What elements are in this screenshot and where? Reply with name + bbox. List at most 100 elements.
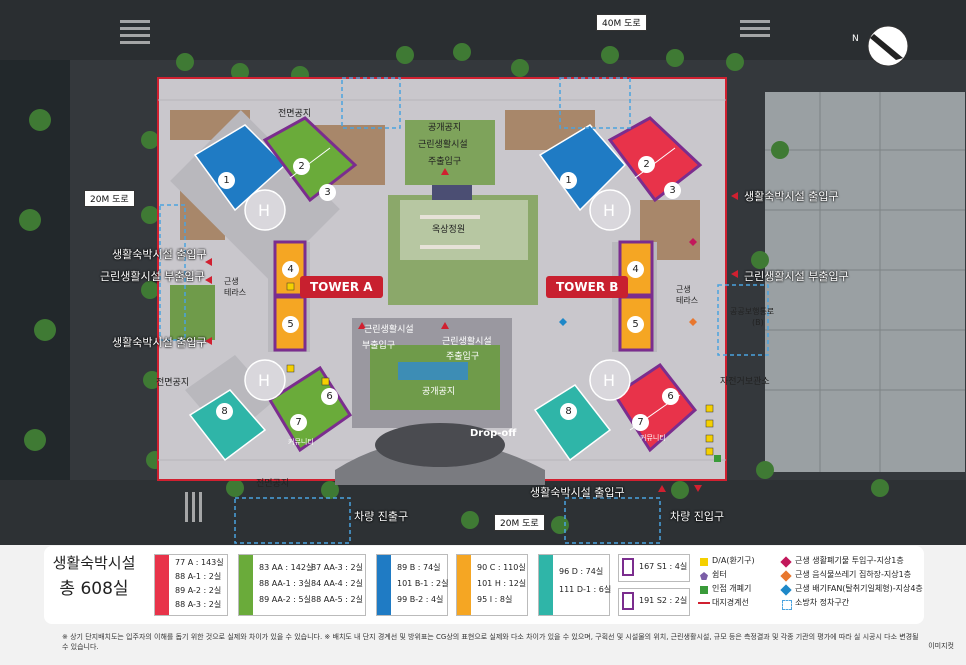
footnote: ※ 상기 단지배치도는 입주자의 이해를 돕기 위한 것으로 실제와 차이가 있… xyxy=(62,633,919,651)
center-shop-main-label-1: 근린생활시설 xyxy=(442,337,492,347)
legend-swatch-green xyxy=(239,555,253,615)
legend-line: 84 AA-4 : 2실 xyxy=(311,579,363,588)
legend-key: 쉼터 xyxy=(712,570,727,579)
fire-truck-zone-icon xyxy=(782,600,792,610)
public-walkway-label: 공공보행통로 xyxy=(730,307,775,316)
food-waste-diamond-icon xyxy=(780,570,792,582)
car-exit-label: 차량 진출구 xyxy=(354,510,409,523)
exhaust-fan-diamond-icon xyxy=(780,584,792,596)
rooftop-garden-label: 옥상정원 xyxy=(432,225,466,235)
center-shop-main-label-2: 주출입구 xyxy=(446,352,480,362)
svg-text:H: H xyxy=(258,371,270,390)
public-space-center-label: 공개공지 xyxy=(422,387,456,397)
public-space-left-label: 전면공지 xyxy=(156,378,190,388)
unit-8-b: 8 xyxy=(560,403,577,420)
shop-entry-top-label-1: 공개공지 xyxy=(428,123,462,133)
site-plan-map: H H H H xyxy=(0,0,966,545)
image-credit: 이미지컷 xyxy=(928,642,954,650)
public-space-bottom-label: 전면공지 xyxy=(256,479,290,489)
unit-3-b: 3 xyxy=(664,182,681,199)
legend-line: 96 D : 74실 xyxy=(559,567,604,576)
legend-line: 89 A-2 : 2실 xyxy=(175,586,222,595)
site-plan-drawing: H H H H xyxy=(0,0,966,545)
legend-swatch-orange xyxy=(457,555,471,615)
road-label-bottom: 20M 도로 xyxy=(494,514,545,531)
unit-2-a: 2 xyxy=(293,158,310,175)
tower-a-label: TOWER A xyxy=(300,276,383,298)
legend-key: 근생 배기FAN(탈취기일체형)-지상4층 xyxy=(795,584,923,593)
right-terrace-label: 근생 테라스 xyxy=(676,285,699,305)
waste-inlet-diamond-icon xyxy=(780,556,792,568)
legend-key: 인접 개폐기 xyxy=(712,584,752,593)
legend-line: 111 D-1 : 6실 xyxy=(559,585,612,594)
legend-line: 83 AA : 142실 xyxy=(259,563,314,572)
left-terrace-label: 근생 테라스 xyxy=(224,277,247,297)
legend-swatch-teal xyxy=(539,555,553,615)
legend-line: 88 A-3 : 2실 xyxy=(175,600,222,609)
legend-line: 87 AA-3 : 2실 xyxy=(311,563,363,572)
legend-swatch-s1 xyxy=(622,558,634,576)
unit-1-a: 1 xyxy=(218,172,235,189)
public-walkway-sub-label: (B) xyxy=(752,318,764,327)
vent-square-icon xyxy=(700,558,708,566)
legend-key: 소방차 정차구간 xyxy=(795,598,850,607)
boundary-line-icon xyxy=(698,602,710,604)
road-label-left: 20M 도로 xyxy=(84,190,135,207)
legend-key: 대지경계선 xyxy=(712,598,749,607)
car-entry-label: 차량 진입구 xyxy=(670,510,725,523)
legend-line: 90 C : 110실 xyxy=(477,563,526,572)
shelter-pentagon-icon xyxy=(700,572,708,580)
legend-group-orange: 90 C : 110실 101 H : 12실 95 I : 8실 xyxy=(456,554,528,616)
legend-swatch-s2 xyxy=(622,592,634,610)
legend-line: 88 AA-1 : 3실 xyxy=(259,579,311,588)
legend-title-line-1: 생활숙박시설 xyxy=(52,554,136,572)
right-residence-exit-label: 생활숙박시설 출입구 xyxy=(744,190,839,203)
legend-key: D/A(환기구) xyxy=(712,556,755,565)
shop-entry-top-label-2: 근린생활시설 xyxy=(418,140,468,150)
unit-5-b: 5 xyxy=(627,316,644,333)
shop-entry-top-label-3: 주출입구 xyxy=(428,157,462,167)
legend-group-blue: 89 B : 74실 101 B-1 : 2실 99 B-2 : 4실 xyxy=(376,554,449,616)
unit-6-a: 6 xyxy=(321,388,338,405)
legend-special-s2: 191 S2 : 2실 xyxy=(618,588,690,616)
road-label-top: 40M 도로 xyxy=(596,14,647,31)
legend-line: 167 S1 : 4실 xyxy=(639,562,688,571)
unit-3-a: 3 xyxy=(319,184,336,201)
legend-line: 101 B-1 : 2실 xyxy=(397,579,449,588)
left-residence-entry-label: 생활숙박시설 출입구 xyxy=(112,248,207,261)
legend-title: 생활숙박시설 총 608실 xyxy=(44,550,144,602)
legend-group-red: 77 A : 143실 88 A-1 : 2실 89 A-2 : 2실 88 A… xyxy=(154,554,228,616)
unit-2-b: 2 xyxy=(638,156,655,173)
unit-7-a: 7 xyxy=(290,414,307,431)
svg-text:N: N xyxy=(852,34,859,44)
legend-line: 89 B : 74실 xyxy=(397,563,441,572)
unit-6-b: 6 xyxy=(662,388,679,405)
legend-line: 101 H : 12실 xyxy=(477,579,527,588)
community-label-a: 커뮤니티 xyxy=(288,438,314,446)
legend-line: 88 AA-5 : 2실 xyxy=(311,595,363,604)
unit-8-a: 8 xyxy=(216,403,233,420)
unit-5-a: 5 xyxy=(282,316,299,333)
left-residence-entry-label-2: 생활숙박시설 출입구 xyxy=(112,336,207,349)
unit-1-b: 1 xyxy=(560,172,577,189)
legend-key: 근생 음식물쓰레기 집하장-지상1층 xyxy=(795,570,912,579)
legend-swatch-blue xyxy=(377,555,391,615)
unit-4-a: 4 xyxy=(282,261,299,278)
legend-line: 99 B-2 : 4실 xyxy=(397,595,444,604)
legend-line: 191 S2 : 2실 xyxy=(639,596,688,605)
legend-line: 88 A-1 : 2실 xyxy=(175,572,222,581)
switchgear-square-icon xyxy=(700,586,708,594)
legend-panel: 생활숙박시설 총 608실 77 A : 143실 88 A-1 : 2실 89… xyxy=(44,546,924,624)
legend-key: 근생 생활폐기물 투입구-지상1층 xyxy=(795,556,904,565)
svg-text:H: H xyxy=(258,201,270,220)
svg-text:H: H xyxy=(603,371,615,390)
legend-line: 95 I : 8실 xyxy=(477,595,513,604)
svg-text:H: H xyxy=(603,201,615,220)
center-shop-sub-label-2: 부출입구 xyxy=(362,341,396,351)
bottom-residence-exit-label: 생활숙박시설 출입구 xyxy=(530,486,625,499)
public-space-top-label: 전면공지 xyxy=(278,109,312,119)
right-shop-sub-entry-label: 근린생활시설 부출입구 xyxy=(744,270,849,283)
legend-title-line-2: 총 608실 xyxy=(59,579,129,599)
left-shop-sub-entry-label: 근린생활시설 부출입구 xyxy=(100,270,205,283)
unit-4-b: 4 xyxy=(627,261,644,278)
